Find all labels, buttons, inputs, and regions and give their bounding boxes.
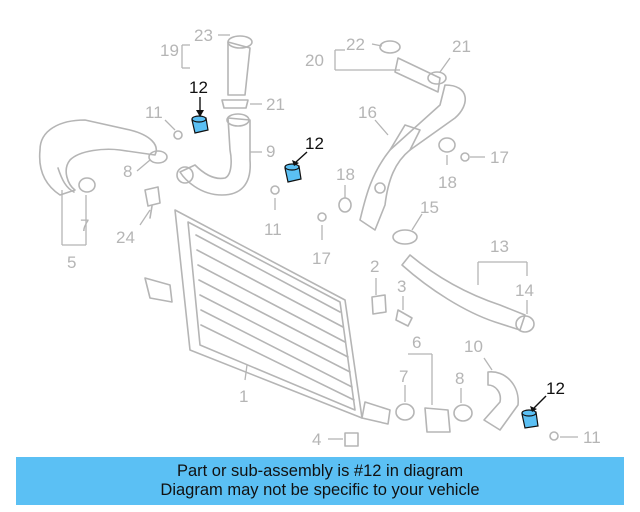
bolt-11a bbox=[173, 130, 183, 140]
callout-18-a: 18 bbox=[336, 165, 355, 184]
hose-clamp-7a bbox=[78, 177, 96, 193]
left-intake-hose bbox=[38, 119, 157, 196]
bolt-17b bbox=[317, 212, 327, 222]
callout-21-a: 21 bbox=[266, 95, 285, 114]
callout-8-a: 8 bbox=[123, 162, 132, 181]
leader-lines bbox=[61, 34, 578, 440]
callout-17-b: 17 bbox=[312, 249, 331, 268]
callout-23: 23 bbox=[194, 26, 213, 45]
bolt-3 bbox=[395, 309, 413, 327]
banner-line-1: Part or sub-assembly is #12 in diagram bbox=[176, 462, 464, 480]
callout-13: 13 bbox=[490, 237, 509, 256]
callout-11-b: 11 bbox=[264, 220, 282, 239]
callout-4: 4 bbox=[312, 430, 321, 449]
callout-18-b: 18 bbox=[438, 173, 457, 192]
callout-8-b: 8 bbox=[455, 369, 464, 388]
callout-10: 10 bbox=[464, 337, 483, 356]
hose-6 bbox=[424, 407, 451, 433]
callout-21-b: 21 bbox=[452, 37, 471, 56]
callout-labels: 19 23 21 9 11 8 24 7 5 11 20 22 21 16 17… bbox=[67, 26, 601, 449]
bolt-11b bbox=[270, 185, 280, 195]
banner-line-2: Diagram may not be specific to your vehi… bbox=[160, 481, 480, 499]
callout-11-c: 11 bbox=[583, 428, 601, 447]
bolt-17a bbox=[460, 152, 470, 162]
hose-clamp-8b bbox=[453, 404, 473, 422]
part-12-location-c bbox=[521, 409, 539, 429]
hose-clamp-7b bbox=[395, 403, 415, 421]
callout-9: 9 bbox=[266, 142, 275, 161]
callout-5: 5 bbox=[67, 253, 76, 272]
callout-15: 15 bbox=[420, 198, 439, 217]
callout-17-a: 17 bbox=[490, 148, 509, 167]
callout-7-b: 7 bbox=[399, 367, 408, 386]
callout-12-c: 12 bbox=[546, 379, 565, 398]
callout-11-a: 11 bbox=[145, 103, 163, 122]
callout-6: 6 bbox=[412, 333, 421, 352]
part-12-location-b bbox=[284, 163, 302, 183]
callout-12-a: 12 bbox=[189, 78, 208, 97]
hose-10 bbox=[483, 371, 519, 431]
callout-12-b: 12 bbox=[305, 134, 324, 153]
sensor-24 bbox=[144, 186, 161, 219]
charge-pipe-upper bbox=[176, 35, 253, 196]
callout-2: 2 bbox=[370, 257, 379, 276]
callout-22: 22 bbox=[346, 35, 365, 54]
intercooler bbox=[144, 209, 391, 425]
part-12-location-a bbox=[191, 115, 209, 134]
hose-clamp-8a bbox=[148, 150, 168, 164]
callout-14: 14 bbox=[515, 281, 534, 300]
bracket-2 bbox=[371, 294, 387, 315]
charge-pipe-right bbox=[338, 40, 467, 245]
callout-19: 19 bbox=[160, 41, 179, 60]
bolt-11c bbox=[549, 431, 559, 441]
leader-lines-12 bbox=[196, 97, 547, 412]
lower-hose-13 bbox=[401, 254, 535, 333]
callout-20: 20 bbox=[305, 51, 324, 70]
callout-1: 1 bbox=[239, 387, 248, 406]
info-banner: Part or sub-assembly is #12 in diagram D… bbox=[16, 457, 624, 505]
callout-3: 3 bbox=[397, 277, 406, 296]
callout-7-a: 7 bbox=[80, 216, 89, 235]
parts-diagram: 19 23 21 9 11 8 24 7 5 11 20 22 21 16 17… bbox=[38, 26, 601, 449]
callout-24: 24 bbox=[116, 228, 135, 247]
callout-16: 16 bbox=[358, 103, 377, 122]
stud-4 bbox=[344, 432, 359, 447]
